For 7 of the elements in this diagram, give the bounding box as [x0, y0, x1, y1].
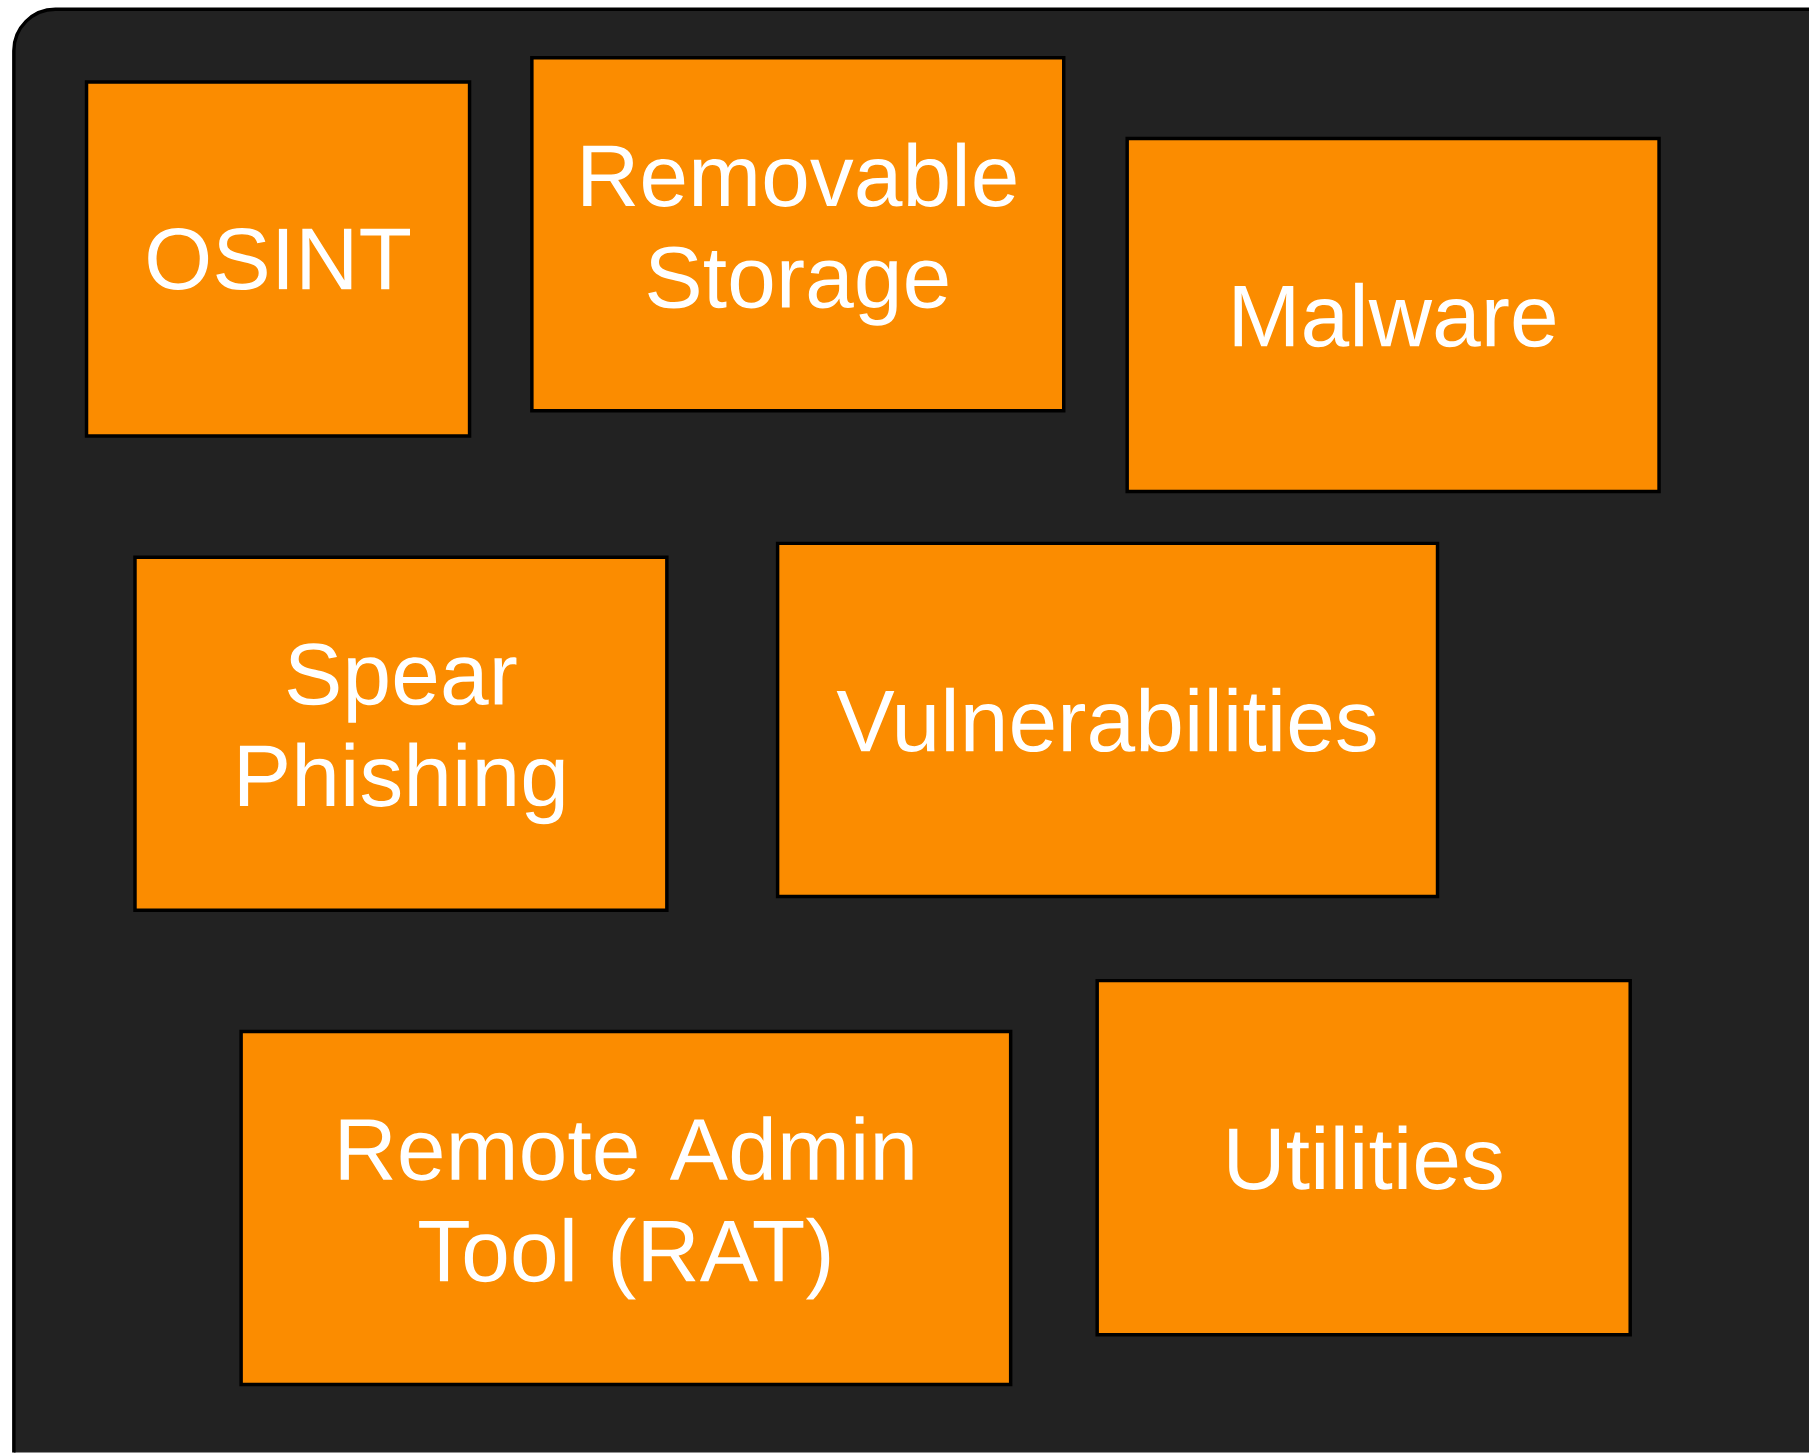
category-box: OSINT [84, 80, 472, 439]
category-box: Remote Admin Tool (RAT) [239, 1029, 1013, 1387]
category-box: Vulnerabilities [775, 541, 1440, 899]
category-box: Spear Phishing [133, 555, 669, 913]
category-box: Removable Storage [530, 56, 1066, 413]
category-box: Malware [1125, 136, 1661, 494]
category-box: Utilities [1095, 979, 1632, 1337]
